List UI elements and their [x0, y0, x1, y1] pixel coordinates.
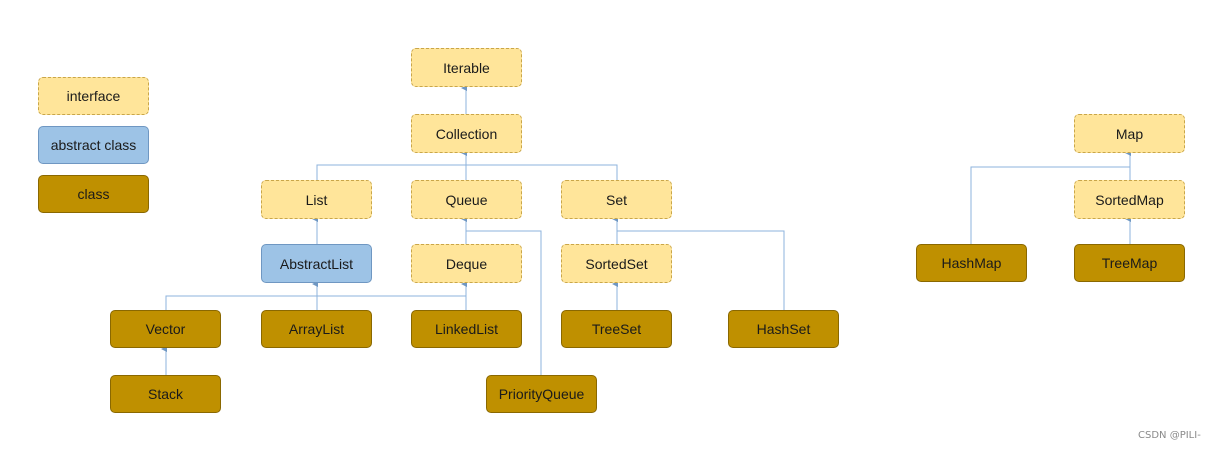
node-sorted-map: SortedMap	[1074, 180, 1185, 219]
legend-abstract-class: abstract class	[38, 126, 149, 164]
node-sorted-set: SortedSet	[561, 244, 672, 283]
node-iterable: Iterable	[411, 48, 522, 87]
watermark: CSDN @PILI-	[1138, 430, 1201, 441]
legend-class: class	[38, 175, 149, 213]
node-linked-list: LinkedList	[411, 310, 522, 348]
node-hash-set: HashSet	[728, 310, 839, 348]
edge-hashset-set	[617, 230, 785, 310]
node-tree-map: TreeMap	[1074, 244, 1185, 282]
node-stack: Stack	[110, 375, 221, 413]
edge-vector-linkedlist-bus	[165, 295, 467, 310]
edge-priorityqueue-queue	[466, 230, 542, 375]
node-abstract-list: AbstractList	[261, 244, 372, 283]
legend-interface: interface	[38, 77, 149, 115]
node-deque: Deque	[411, 244, 522, 283]
node-map: Map	[1074, 114, 1185, 153]
node-hash-map: HashMap	[916, 244, 1027, 282]
node-tree-set: TreeSet	[561, 310, 672, 348]
node-array-list: ArrayList	[261, 310, 372, 348]
node-list: List	[261, 180, 372, 219]
node-vector: Vector	[110, 310, 221, 348]
edge-list-queue-set-collection	[316, 164, 618, 180]
node-collection: Collection	[411, 114, 522, 153]
node-priority-queue: PriorityQueue	[486, 375, 597, 413]
node-queue: Queue	[411, 180, 522, 219]
node-set: Set	[561, 180, 672, 219]
